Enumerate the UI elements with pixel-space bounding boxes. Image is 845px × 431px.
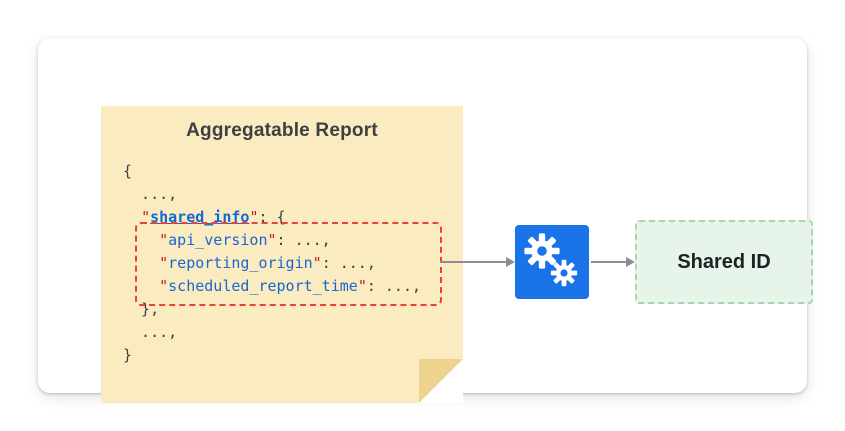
json-field-line: "scheduled_report_time": ..., [123, 275, 421, 298]
json-quote: " [249, 208, 259, 226]
json-shared-info-line: "shared_info": { [123, 206, 421, 229]
json-field-line: "api_version": ..., [123, 229, 421, 252]
json-quote: " [141, 208, 151, 226]
arrow-to-output-icon [591, 257, 635, 267]
note-title: Aggregatable Report [186, 120, 378, 141]
json-key-shared-info: shared_info [150, 208, 250, 226]
json-close-brace: } [123, 346, 133, 364]
json-ellipsis: ..., [123, 185, 178, 203]
aggregatable-report-note: Aggregatable Report { ..., "shared_info"… [101, 106, 463, 403]
json-key-reporting-origin: reporting_origin [168, 254, 313, 272]
json-quote: " [357, 277, 367, 295]
json-punct: : ..., [321, 254, 376, 272]
json-punct: : ..., [366, 277, 422, 295]
json-quote: " [267, 231, 277, 249]
json-quote: " [312, 254, 322, 272]
json-punct: : ..., [276, 231, 331, 249]
gear-large-icon [524, 233, 560, 269]
json-quote: " [159, 231, 169, 249]
json-key-scheduled-report-time: scheduled_report_time [168, 277, 358, 295]
report-json-code: { ..., "shared_info": { "api_version": .… [123, 160, 421, 367]
json-open-brace: { [123, 162, 133, 180]
json-quote: " [159, 254, 169, 272]
json-quote: " [159, 277, 169, 295]
arrow-to-processor-icon [440, 257, 515, 267]
json-field-line: "reporting_origin": ..., [123, 252, 421, 275]
shared-id-box: Shared ID [635, 220, 813, 304]
json-ellipsis: ..., [123, 323, 178, 341]
shared-id-label: Shared ID [677, 250, 771, 273]
diagram-card: Aggregatable Report { ..., "shared_info"… [38, 38, 813, 403]
json-punct: : { [258, 208, 286, 226]
json-key-api-version: api_version [168, 231, 268, 249]
shared-info-highlight [135, 222, 442, 306]
gear-small-icon [550, 259, 578, 287]
processor-box [515, 225, 589, 299]
